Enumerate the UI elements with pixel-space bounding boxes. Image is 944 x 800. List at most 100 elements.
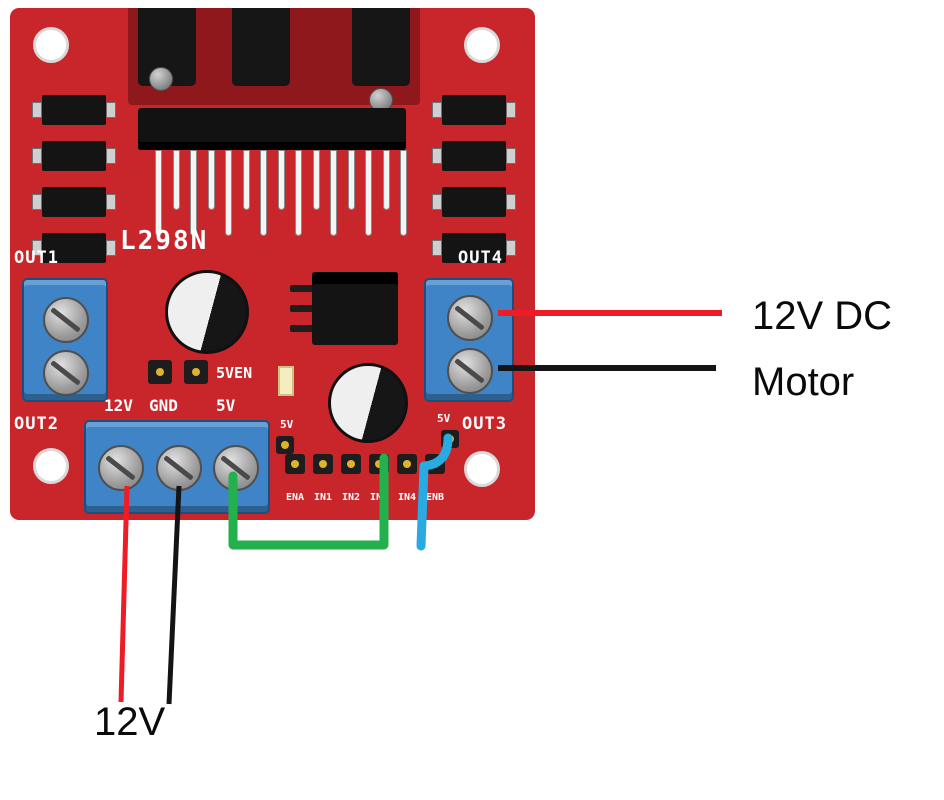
- chip-pin: [225, 150, 232, 236]
- diode-lead: [106, 240, 116, 256]
- pin-label-in3: IN3: [369, 492, 389, 503]
- chip-pin: [278, 150, 285, 210]
- 5v-jumper-pin-left: [276, 436, 294, 454]
- diode-lead: [506, 102, 516, 118]
- 5ven-jumper-pin: [148, 360, 172, 384]
- voltage-regulator: [312, 272, 398, 345]
- terminal-screw: [43, 297, 89, 343]
- chip-pin: [190, 150, 197, 236]
- regulator-leg: [290, 325, 314, 332]
- 5ven-label: 5VEN: [216, 364, 253, 382]
- l298n-board: L298N OUT1 OUT2 OUT4 OUT3: [10, 8, 535, 520]
- chip-pin: [295, 150, 302, 236]
- capacitor: [165, 270, 249, 354]
- mounting-hole: [33, 448, 69, 484]
- chip-pin: [208, 150, 215, 210]
- diode: [32, 95, 116, 125]
- diode-lead: [106, 102, 116, 118]
- heatsink-slot: [232, 8, 290, 86]
- terminal-screw: [43, 350, 89, 396]
- chip-pin: [173, 150, 180, 210]
- pin-label-in1: IN1: [313, 492, 333, 503]
- pin-label-in4: IN4: [397, 492, 417, 503]
- diode-body: [42, 141, 106, 171]
- terminal-screw: [447, 295, 493, 341]
- terminal-screw: [213, 445, 259, 491]
- chip-pin: [365, 150, 372, 236]
- diode-body: [442, 141, 506, 171]
- diode-lead: [506, 194, 516, 210]
- diode-lead: [432, 148, 442, 164]
- diode-lead: [432, 194, 442, 210]
- diode-body: [42, 233, 106, 263]
- pin-label-in2: IN2: [341, 492, 361, 503]
- diode-body: [42, 187, 106, 217]
- diode-lead: [32, 194, 42, 210]
- regulator-leg: [290, 285, 314, 292]
- supply-label: 12V: [94, 700, 166, 744]
- 5ven-jumper-pin: [184, 360, 208, 384]
- 5v-jumper-right-label: 5V: [437, 412, 451, 425]
- heatsink-slot: [352, 8, 410, 86]
- diode-lead: [32, 102, 42, 118]
- chip-pin: [330, 150, 337, 236]
- diode-lead: [106, 194, 116, 210]
- chip-pin: [348, 150, 355, 210]
- header-pin-in1: [313, 454, 333, 474]
- power-led: [278, 366, 294, 396]
- pin-label-ena: ENA: [285, 492, 305, 503]
- motor-label-line1: 12V DC: [752, 294, 893, 338]
- diode: [32, 141, 116, 171]
- terminal-screw: [156, 445, 202, 491]
- diode-body: [442, 187, 506, 217]
- out4-label: OUT4: [458, 248, 503, 268]
- power-gnd-label: GND: [149, 396, 178, 415]
- header-pin-in4: [397, 454, 417, 474]
- l298n-chip: [138, 108, 406, 150]
- power-5v-label: 5V: [216, 396, 236, 415]
- diode: [432, 141, 516, 171]
- diode-lead: [506, 240, 516, 256]
- power-12v-label: 12V: [104, 396, 133, 415]
- diode-body: [42, 95, 106, 125]
- header-pin-in3: [369, 454, 389, 474]
- 5v-jumper-left-label: 5V: [280, 418, 294, 431]
- heatsink-screw: [149, 67, 173, 91]
- diode: [32, 233, 116, 263]
- diode-lead: [432, 102, 442, 118]
- diode-lead: [32, 240, 42, 256]
- capacitor: [328, 363, 408, 443]
- pin-label-enb: ENB: [425, 492, 445, 503]
- chip-pin: [313, 150, 320, 210]
- diode-lead: [106, 148, 116, 164]
- diode: [432, 95, 516, 125]
- heatsink: [128, 8, 420, 105]
- out1-label: OUT1: [14, 248, 59, 268]
- terminal-screw: [98, 445, 144, 491]
- chip-pin: [155, 150, 162, 236]
- terminal-screw: [447, 348, 493, 394]
- power-terminal: [84, 420, 270, 514]
- chip-pin: [383, 150, 390, 210]
- diode-body: [442, 95, 506, 125]
- chip-pin: [243, 150, 250, 210]
- motor-terminal-left: [22, 278, 108, 402]
- chip-pin: [400, 150, 407, 236]
- diode-lead: [506, 148, 516, 164]
- out2-label: OUT2: [14, 414, 59, 434]
- diode: [432, 233, 516, 263]
- 5v-jumper-pin-right: [441, 430, 459, 448]
- mounting-hole: [464, 451, 500, 487]
- mounting-hole: [33, 27, 69, 63]
- chip-pin: [260, 150, 267, 236]
- motor-terminal-right: [424, 278, 514, 402]
- chip-label: L298N: [120, 226, 209, 256]
- header-pin-in2: [341, 454, 361, 474]
- diode-lead: [432, 240, 442, 256]
- diode-body: [442, 233, 506, 263]
- out3-label: OUT3: [462, 414, 507, 434]
- motor-label-line2: Motor: [752, 360, 855, 404]
- header-pin-enb: [425, 454, 445, 474]
- diode: [32, 187, 116, 217]
